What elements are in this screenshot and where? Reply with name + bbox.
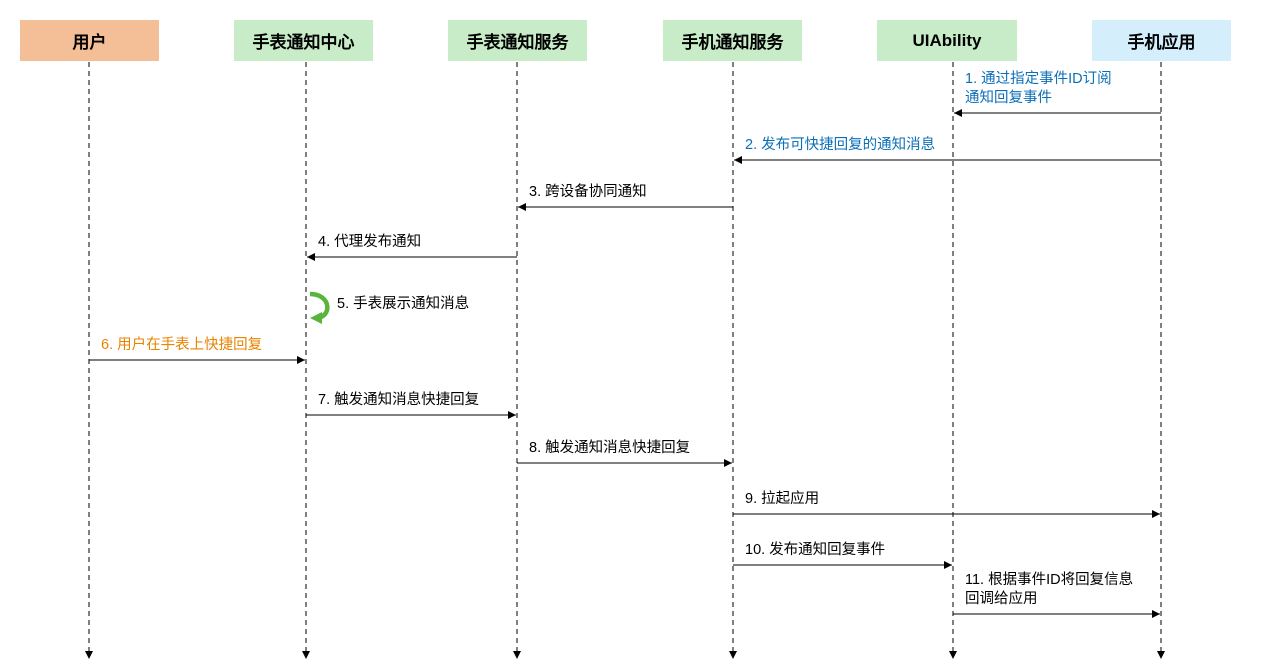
- message-label-1-line-1: 1. 通过指定事件ID订阅: [965, 71, 1112, 87]
- participant-box-user: [20, 20, 159, 61]
- participant-label-phone-app: 手机应用: [1127, 33, 1196, 52]
- participant-label-user: 用户: [72, 33, 107, 52]
- lifeline-end-arrow-uiability: [949, 651, 957, 659]
- lifeline-end-arrow-watch-center: [302, 651, 310, 659]
- message-label-2: 2. 发布可快捷回复的通知消息: [745, 137, 936, 153]
- participant-label-watch-center: 手表通知中心: [252, 33, 355, 52]
- message-label-8: 8. 触发通知消息快捷回复: [529, 440, 691, 456]
- participant-box-watch-center: [234, 20, 373, 61]
- participant-box-uiability: [877, 20, 1017, 61]
- lifeline-end-arrow-phone-service: [729, 651, 737, 659]
- participant-box-watch-service: [448, 20, 587, 61]
- participant-label-watch-service: 手表通知服务: [466, 33, 569, 52]
- participant-box-phone-app: [1092, 20, 1231, 61]
- lifeline-end-arrow-user: [85, 651, 93, 659]
- message-label-3: 3. 跨设备协同通知: [529, 184, 647, 200]
- message-label-5: 5. 手表展示通知消息: [337, 296, 470, 312]
- message-label-7: 7. 触发通知消息快捷回复: [318, 392, 480, 408]
- message-label-6: 6. 用户在手表上快捷回复: [101, 337, 263, 353]
- lifeline-end-arrow-phone-app: [1157, 651, 1165, 659]
- lifeline-end-arrow-watch-service: [513, 651, 521, 659]
- message-label-10: 10. 发布通知回复事件: [745, 542, 886, 558]
- message-label-9: 9. 拉起应用: [745, 491, 820, 507]
- participant-box-phone-service: [663, 20, 802, 61]
- self-loop-icon: [309, 291, 330, 324]
- participant-label-phone-service: 手机通知服务: [681, 33, 784, 52]
- message-label-4: 4. 代理发布通知: [318, 234, 422, 250]
- participant-label-uiability: UIAbility: [912, 30, 982, 50]
- message-label-11-line-1: 11. 根据事件ID将回复信息: [965, 572, 1134, 588]
- message-label-11-line-2: 回调给应用: [965, 591, 1038, 607]
- message-label-1-line-2: 通知回复事件: [965, 90, 1052, 106]
